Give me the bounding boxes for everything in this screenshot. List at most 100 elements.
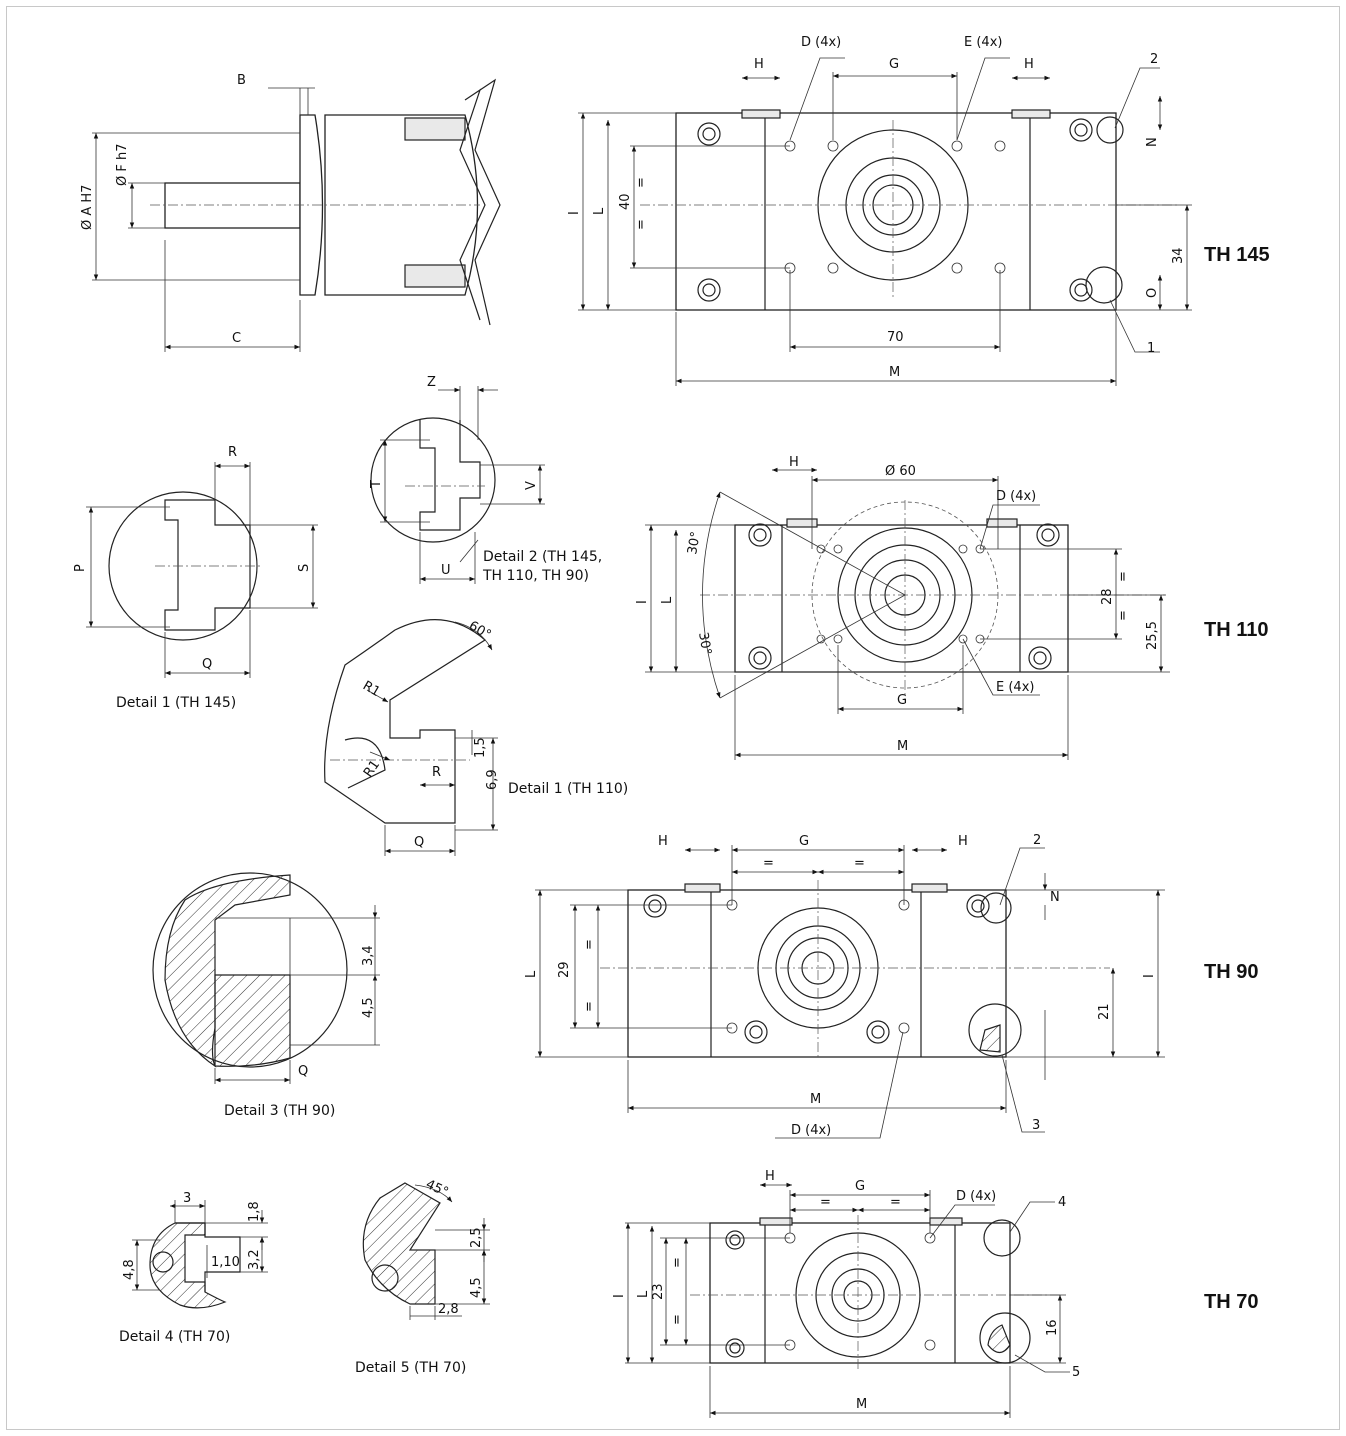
d3-4-5: 4,5 bbox=[361, 997, 376, 1018]
th110-m: M bbox=[897, 739, 908, 754]
th90-callout-2: 2 bbox=[1033, 833, 1041, 848]
view-th90: H H G = = 2 N 3 M D (4x) L 29 = = I 21 T… bbox=[524, 833, 1258, 1139]
d1-145-p: P bbox=[73, 564, 88, 572]
th70-body bbox=[709, 1222, 1011, 1364]
d1-110-6-9: 6,9 bbox=[485, 769, 500, 790]
view-th145: D (4x) E (4x) G H H 2 1 70 M I L 40 = = … bbox=[567, 35, 1270, 386]
d2-u: U bbox=[441, 563, 451, 578]
d4-3-2: 3,2 bbox=[247, 1249, 262, 1270]
th110-i: I bbox=[635, 600, 650, 604]
th145-dim-n: N bbox=[1145, 137, 1160, 147]
th90-h-right: H bbox=[958, 834, 968, 849]
th145-eq1: = bbox=[634, 177, 649, 188]
d1-110-60deg: 60° bbox=[466, 618, 493, 643]
flange bbox=[299, 114, 324, 296]
detail1-th145: R P S Q Detail 1 (TH 145) bbox=[73, 445, 318, 711]
th110-eq2: = bbox=[1116, 610, 1131, 621]
shaft bbox=[164, 182, 301, 229]
d2-caption-2: TH 110, TH 90) bbox=[482, 568, 589, 584]
d5-2-8: 2,8 bbox=[438, 1302, 459, 1317]
th70-eq1: = bbox=[820, 1195, 831, 1210]
side-view: B C Ø A H7 Ø F h7 bbox=[80, 73, 501, 352]
d4-caption: Detail 4 (TH 70) bbox=[119, 1329, 230, 1345]
detail5: 45° 2,5 4,5 2,8 Detail 5 (TH 70) bbox=[355, 1177, 490, 1376]
th145-dim-34: 34 bbox=[1171, 247, 1186, 264]
th90-h-left: H bbox=[658, 834, 668, 849]
th90-eq2: = bbox=[854, 856, 865, 871]
th90-g: G bbox=[799, 834, 809, 849]
detail2: Z T V U Detail 2 (TH 145, TH 110, TH 90) bbox=[369, 375, 602, 584]
view-th110: H Ø 60 D (4x) E (4x) G M I L 30° 30° 28 … bbox=[635, 455, 1268, 760]
th110-e: E (4x) bbox=[996, 680, 1034, 695]
th145-dim-l: L bbox=[592, 207, 607, 215]
th145-callout-2: 2 bbox=[1150, 52, 1158, 67]
th145-h-left: H bbox=[754, 57, 764, 72]
th110-title: TH 110 bbox=[1204, 619, 1268, 641]
dim-b: B bbox=[237, 73, 246, 88]
th145-d-label: D (4x) bbox=[801, 35, 841, 50]
d1-145-caption: Detail 1 (TH 145) bbox=[116, 695, 236, 711]
th110-dia60: Ø 60 bbox=[885, 464, 916, 479]
th90-21: 21 bbox=[1097, 1003, 1112, 1020]
detail1-th110: 60° R1 R1 1,5 6,9 R Q Detail 1 (TH 110) bbox=[324, 618, 628, 856]
d2-t: T bbox=[369, 480, 384, 489]
th110-l: L bbox=[660, 596, 675, 604]
d1-110-r: R bbox=[432, 765, 441, 780]
th145-dim-i: I bbox=[567, 211, 582, 215]
d4-1-8: 1,8 bbox=[247, 1201, 262, 1222]
th90-body bbox=[627, 889, 1007, 1058]
th70-g: G bbox=[855, 1179, 865, 1194]
d1-110-1-5: 1,5 bbox=[473, 737, 488, 758]
th70-eq2: = bbox=[890, 1195, 901, 1210]
th145-callout-1: 1 bbox=[1147, 341, 1155, 356]
th90-eq4: = bbox=[582, 1001, 597, 1012]
d2-z: Z bbox=[427, 375, 436, 390]
th145-dim-m: M bbox=[889, 365, 900, 380]
th110-eq1: = bbox=[1116, 571, 1131, 582]
th70-16: 16 bbox=[1045, 1319, 1060, 1336]
th110-body bbox=[734, 524, 1069, 673]
d4-4-8: 4,8 bbox=[122, 1259, 137, 1280]
th70-eq3: = bbox=[670, 1257, 685, 1268]
dim-a: Ø A H7 bbox=[80, 185, 95, 230]
th110-g: G bbox=[897, 693, 907, 708]
d1-110-caption: Detail 1 (TH 110) bbox=[508, 781, 628, 797]
dim-c: C bbox=[232, 331, 241, 346]
th90-m: M bbox=[810, 1092, 821, 1107]
d2-caption-1: Detail 2 (TH 145, bbox=[483, 549, 602, 565]
d3-caption: Detail 3 (TH 90) bbox=[224, 1103, 335, 1119]
th145-eq2: = bbox=[634, 219, 649, 230]
th90-eq3: = bbox=[582, 939, 597, 950]
d3-3-4: 3,4 bbox=[361, 945, 376, 966]
d1-145-q: Q bbox=[202, 657, 212, 672]
d5-caption: Detail 5 (TH 70) bbox=[355, 1360, 466, 1376]
th70-23: 23 bbox=[651, 1283, 666, 1300]
d1-145-s: S bbox=[297, 564, 312, 572]
th110-28: 28 bbox=[1100, 588, 1115, 605]
th70-i: I bbox=[612, 1294, 627, 1298]
th70-h: H bbox=[765, 1169, 775, 1184]
th145-h-right: H bbox=[1024, 57, 1034, 72]
view-th70: H G = = D (4x) 4 5 M I L 23 = = 16 TH 70 bbox=[612, 1169, 1258, 1418]
th90-title: TH 90 bbox=[1204, 961, 1258, 983]
d5-4-5: 4,5 bbox=[469, 1277, 484, 1298]
d4-3: 3 bbox=[183, 1191, 191, 1206]
th70-callout-5: 5 bbox=[1072, 1365, 1080, 1380]
d4-1-10: 1,10 bbox=[211, 1255, 240, 1270]
th110-25-5: 25,5 bbox=[1145, 621, 1160, 650]
detail3: 3,4 4,5 Q Detail 3 (TH 90) bbox=[152, 872, 380, 1119]
detail4: 3 1,8 1,10 3,2 4,8 Detail 4 (TH 70) bbox=[119, 1191, 268, 1345]
th70-l: L bbox=[636, 1290, 651, 1298]
slot-top bbox=[404, 117, 466, 141]
th70-eq4: = bbox=[670, 1314, 685, 1325]
th110-d: D (4x) bbox=[996, 489, 1036, 504]
d1-110-r1b: R1 bbox=[361, 758, 383, 781]
d1-145-r: R bbox=[228, 445, 237, 460]
th90-i: I bbox=[1142, 974, 1157, 978]
d1-110-r1a: R1 bbox=[360, 678, 382, 700]
th70-d: D (4x) bbox=[956, 1189, 996, 1204]
d3-q: Q bbox=[298, 1064, 308, 1079]
th70-callout-4: 4 bbox=[1058, 1195, 1066, 1210]
d2-v: V bbox=[524, 481, 539, 490]
